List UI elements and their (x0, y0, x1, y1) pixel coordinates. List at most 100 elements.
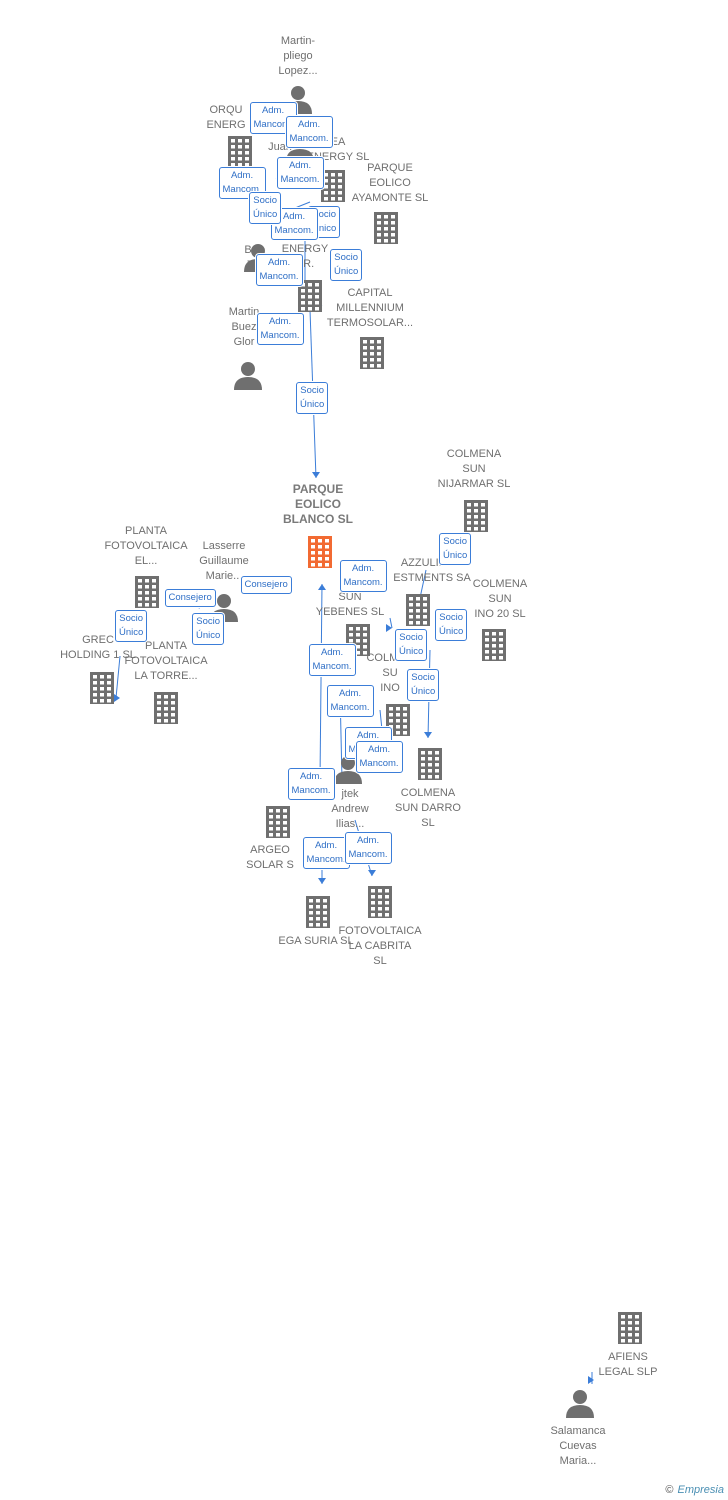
socio-unico-tag[interactable]: Socio Único (330, 249, 363, 281)
building-icon[interactable] (406, 594, 430, 626)
arrowhead-icon (318, 584, 326, 590)
building-icon[interactable] (154, 692, 178, 724)
building-icon[interactable] (360, 337, 384, 369)
node-label[interactable]: AZZULINNO ESTMENTS SA (367, 556, 497, 586)
node-label-text: Salamanca Cuevas Maria... (550, 1424, 606, 1467)
relationship-line (389, 617, 393, 629)
node-label[interactable]: Salamanca Cuevas Maria... (513, 1424, 643, 1469)
node-label-text: AZZULINNO ESTMENTS SA (393, 557, 471, 584)
node-label-text: PARQUE EOLICO BLANCO SL (283, 481, 353, 526)
building-icon[interactable] (266, 806, 290, 838)
node-label-text: Martin- pliego Lopez... (278, 34, 318, 77)
consejero-tag[interactable]: Consejero (164, 589, 216, 607)
arrowhead-icon (312, 472, 320, 478)
arrowhead-icon (318, 878, 326, 884)
node-label[interactable]: EGA SURIA SL (251, 934, 381, 949)
node-label[interactable]: COLMENA SUN NIJARMAR SL (409, 447, 539, 492)
node-label[interactable]: AFIENS LEGAL SLP (563, 1350, 693, 1380)
relationship-line (115, 655, 121, 699)
adm-mancom-tag[interactable]: Adm. Mancom. (339, 560, 387, 592)
adm-mancom-tag[interactable]: Adm. Mancom. (308, 644, 356, 676)
building-icon[interactable] (482, 629, 506, 661)
adm-mancom-tag[interactable]: Adm. Mancom. (276, 157, 324, 189)
node-label[interactable]: CAPITAL MILLENNIUM TERMOSOLAR... (305, 286, 435, 331)
arrowhead-icon (588, 1376, 594, 1384)
node-label-text: PARQUE EOLICO AYAMONTE SL (351, 161, 429, 204)
socio-unico-tag[interactable]: Socio Único (435, 609, 468, 641)
socio-unico-tag[interactable]: Socio Único (115, 610, 148, 642)
building-icon[interactable] (90, 672, 114, 704)
node-label-text: B J (244, 244, 252, 271)
socio-unico-tag[interactable]: Socio Único (296, 382, 329, 414)
building-icon[interactable] (321, 170, 345, 202)
adm-mancom-tag[interactable]: Adm. Mancom. (355, 741, 403, 773)
arrowhead-icon (424, 732, 432, 738)
node-label[interactable]: PARQUE EOLICO AYAMONTE SL (325, 161, 455, 206)
building-icon[interactable] (306, 896, 330, 928)
node-label-text: EA ENERGY SL (306, 136, 370, 163)
socio-unico-tag[interactable]: Socio Único (395, 629, 428, 661)
person-icon[interactable] (234, 362, 262, 390)
adm-mancom-tag[interactable]: Adm. Mancom. (302, 837, 350, 869)
node-label-text: COLMENA SUN INO 20 SL (472, 577, 528, 620)
node-label-text: Lasserre Guillaume Marie... (199, 539, 249, 582)
building-icon[interactable] (228, 136, 252, 168)
node-label-text: COLMENA SUN DARRO SL (394, 786, 461, 829)
node-label[interactable]: EA ENERGY SL (273, 135, 403, 165)
node-label-text: EGA SURIA SL (278, 934, 354, 947)
adm-mancom-tag[interactable]: Adm. Mancom. (344, 832, 392, 864)
node-label-text: ORQU ENERG (206, 104, 246, 131)
node-label[interactable]: B J (218, 243, 278, 273)
building-icon[interactable] (418, 748, 442, 780)
building-icon[interactable] (618, 1312, 642, 1344)
building-icon[interactable] (374, 212, 398, 244)
node-label-text: PLANTA FOTOVOLTAICA LA TORRE... (124, 639, 208, 682)
node-label[interactable]: Lasserre Guillaume Marie... (159, 539, 289, 584)
node-label-text: Martin Buez Glor (228, 305, 260, 348)
building-icon[interactable] (308, 536, 332, 568)
socio-unico-tag[interactable]: Socio Único (439, 533, 472, 565)
arrowhead-icon (386, 624, 392, 632)
node-label[interactable]: PARQUE EOLICO BLANCO SL (253, 482, 383, 527)
node-label[interactable]: COLMENA SUN DARRO SL (363, 786, 493, 831)
relationship-line (319, 583, 323, 781)
brand-name: Empresia (677, 1484, 724, 1496)
person-icon[interactable] (566, 1390, 594, 1418)
socio-unico-tag[interactable]: Socio Único (249, 192, 282, 224)
node-label-text: GREC HOLDING 1 SL (60, 634, 136, 661)
node-label[interactable]: COLMENA SUN INO 20 SL (435, 577, 565, 622)
node-label[interactable]: GREC HOLDING 1 SL (33, 633, 163, 663)
footer-brand: ©Empresia (665, 1484, 724, 1496)
node-label[interactable]: Martin Buez Glor (179, 305, 309, 350)
node-label-text: CAPITAL MILLENNIUM TERMOSOLAR... (326, 286, 414, 329)
socio-unico-tag[interactable]: Socio Único (192, 613, 225, 645)
node-label-text: ARGEO SOLAR S (246, 844, 294, 871)
consejero-tag[interactable]: Consejero (240, 576, 292, 594)
arrowhead-icon (368, 870, 376, 876)
copyright-symbol: © (665, 1484, 674, 1496)
node-label[interactable]: FOTOVOLTAICA LA CABRITA SL (315, 924, 445, 969)
relationship-line (419, 569, 427, 599)
node-label-text: FOTOVOLTAICA LA CABRITA SL (338, 924, 422, 967)
building-icon[interactable] (464, 500, 488, 532)
node-label[interactable]: ARGEO SOLAR S (205, 843, 335, 873)
node-label-text: jtek Andrew Ilias... (331, 787, 369, 830)
node-label[interactable]: PLANTA FOTOVOLTAICA EL... (81, 524, 211, 569)
adm-mancom-tag[interactable]: Adm. Mancom. (255, 254, 303, 286)
node-label[interactable]: ORQU ENERG (161, 103, 291, 133)
node-label[interactable]: jtek Andrew Ilias... (285, 787, 415, 832)
building-icon[interactable] (368, 886, 392, 918)
adm-mancom-tag[interactable]: Adm. Mancom. (326, 685, 374, 717)
building-icon[interactable] (298, 280, 322, 312)
person-icon[interactable] (334, 756, 362, 784)
node-label-text: PLANTA FOTOVOLTAICA EL... (104, 524, 188, 567)
adm-mancom-tag[interactable]: Adm. Mancom. (256, 313, 304, 345)
node-label-text: COLMENA SUN NIJARMAR SL (437, 447, 511, 490)
socio-unico-tag[interactable]: Socio Único (407, 669, 440, 701)
node-label[interactable]: PLANTA FOTOVOLTAICA LA TORRE... (101, 639, 231, 684)
building-icon[interactable] (135, 576, 159, 608)
node-icons (90, 86, 642, 1418)
adm-mancom-tag[interactable]: Adm. Mancom. (285, 116, 333, 148)
adm-mancom-tag[interactable]: Adm. Mancom. (287, 768, 335, 800)
node-label[interactable]: Martin- pliego Lopez... (233, 34, 363, 79)
